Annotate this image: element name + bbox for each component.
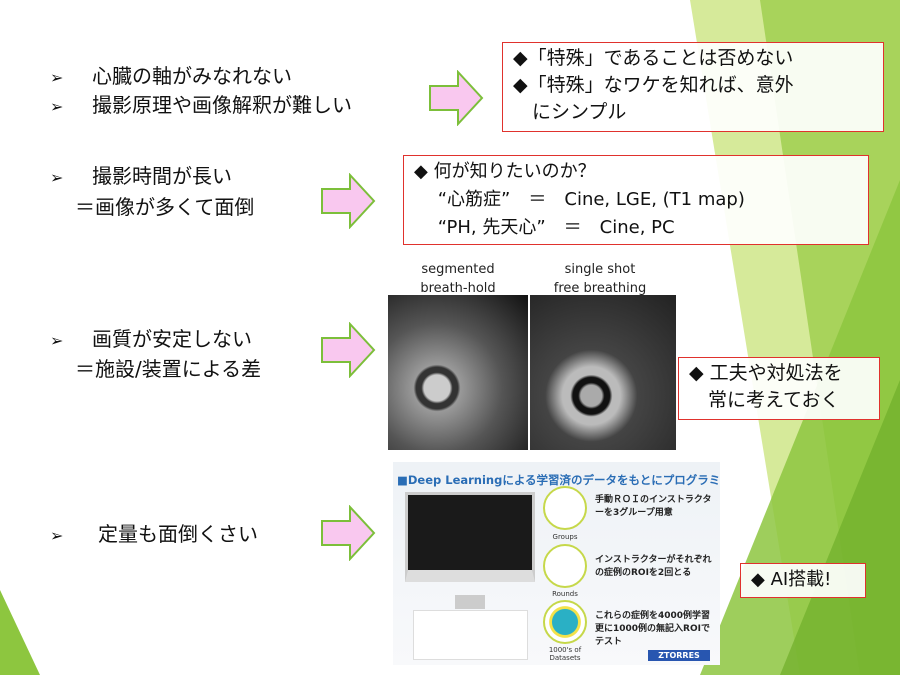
note-box-1: ◆「特殊」であることは否めない ◆「特殊」なワケを知れば、意外 にシンプル xyxy=(502,42,884,132)
note-line: ◆ AI搭載! xyxy=(751,569,832,590)
bullet-5: ➢定量も面倒くさい xyxy=(50,522,258,546)
figure-title: ■Deep Learningによる学習済のデータをもとにプログラミング xyxy=(397,473,720,487)
mri-image-segmented xyxy=(388,295,528,450)
groups-label: Groups xyxy=(552,533,578,541)
company-logo: ZTORRES xyxy=(648,650,710,661)
note-line: “心筋症” ＝ Cine, LGE, (T1 map) xyxy=(414,189,745,210)
note-line: ◆ 工夫や対処法を xyxy=(689,362,843,384)
note-line: にシンプル xyxy=(513,101,627,123)
monitor-image xyxy=(405,492,535,582)
note-line: ◆「特殊」なワケを知れば、意外 xyxy=(513,74,794,96)
network-diagram xyxy=(413,610,528,660)
bullet-3: ➢撮影時間が長い xyxy=(50,164,232,188)
rounds-label: Rounds xyxy=(552,590,578,598)
note-line: “PH, 先天心” ＝ Cine, PC xyxy=(414,217,675,238)
note-box-2: ◆ 何が知りたいのか？ “心筋症” ＝ Cine, LGE, (T1 map) … xyxy=(403,155,869,245)
arrow-right-icon xyxy=(321,322,376,378)
rounds-desc: インストラクターがそれぞれの症例のROIを2回とる xyxy=(595,555,712,578)
arrow-right-icon xyxy=(429,70,484,126)
datasets-label: 1000's of Datasets xyxy=(548,646,582,662)
datasets-desc: これらの症例を4000例学習更に1000例の無記入ROIでテスト xyxy=(595,611,711,647)
bullet-4: ➢画質が安定しない xyxy=(50,327,252,351)
note-line: ◆「特殊」であることは否めない xyxy=(513,47,794,69)
groups-icon xyxy=(543,486,587,530)
note-line: 常に考えておく xyxy=(689,389,840,411)
note-box-3: ◆ 工夫や対処法を 常に考えておく xyxy=(678,357,880,420)
bullet-3-cont: ＝画像が多くて面倒 xyxy=(75,195,255,219)
bullet-4-cont: ＝施設/装置による差 xyxy=(75,357,262,381)
arrow-right-icon xyxy=(321,505,376,561)
datasets-icon xyxy=(543,600,587,644)
mri-image-single-shot xyxy=(530,295,676,450)
deep-learning-figure: ■Deep Learningによる学習済のデータをもとにプログラミング Grou… xyxy=(393,462,720,665)
rounds-icon xyxy=(543,544,587,588)
bullet-2: ➢撮影原理や画像解釈が難しい xyxy=(50,93,352,117)
note-box-4: ◆ AI搭載! xyxy=(740,563,866,598)
monitor-stand xyxy=(455,595,485,609)
groups-desc: 手動ＲＯＩのインストラクターを3グループ用意 xyxy=(595,495,712,518)
bullet-1: ➢心臓の軸がみなれない xyxy=(50,64,292,88)
arrow-right-icon xyxy=(321,173,376,229)
note-line: ◆ 何が知りたいのか？ xyxy=(414,161,596,182)
